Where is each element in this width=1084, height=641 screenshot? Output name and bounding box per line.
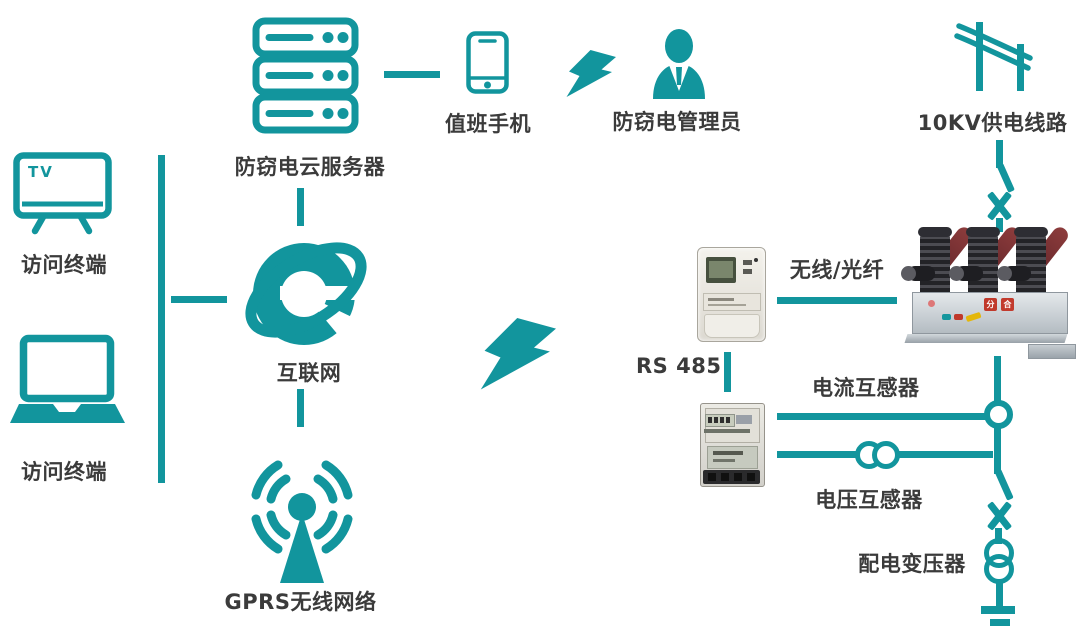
fuse-icon: [986, 501, 1012, 531]
smartphone-icon: [466, 31, 509, 94]
collector-terminal-strip: [703, 293, 761, 311]
person-icon: [653, 29, 705, 99]
server-internet-dash: [297, 188, 304, 226]
breaker-pole: [918, 227, 952, 296]
ie-browser-icon: [245, 242, 367, 345]
meter-display: [705, 414, 735, 427]
duty-phone-label: 值班手机: [445, 112, 531, 136]
terminal-bus-bar: [158, 155, 165, 483]
tv-icon: [13, 152, 112, 235]
terminal-laptop-label: 访问终端: [21, 460, 107, 484]
transformer-ground-stem: [996, 582, 1003, 608]
collector-cover: [704, 314, 760, 338]
breaker-pole: [966, 227, 1000, 296]
meter-nameplate: [707, 446, 758, 469]
interrupter: [901, 266, 935, 281]
fuse-icon: [986, 191, 1012, 221]
ct-ring-icon: [984, 400, 1013, 429]
ground-bar-wide: [981, 606, 1015, 614]
voltage-transformer-label: 电压互感器: [815, 488, 923, 512]
cloud-server-label: 防窃电云服务器: [234, 155, 386, 179]
lightning-bolt-icon: [566, 50, 616, 97]
rs485-label: RS 485: [636, 354, 722, 378]
breaker-baseplate: [904, 334, 1068, 343]
fuse-transformer-stub: [995, 528, 1002, 544]
lightning-bolt-icon: [480, 318, 556, 390]
laptop-icon: [10, 334, 125, 423]
meter-terminal-block: [703, 470, 760, 484]
power-line-label: 10KV供电线路: [917, 111, 1068, 135]
feeder-line-mid: [994, 426, 1001, 474]
data-collector-photo: [697, 247, 766, 342]
admin-label: 防窃电管理员: [612, 110, 742, 134]
indicator: [942, 314, 951, 320]
internet-gprs-dash: [297, 389, 304, 427]
connector-server-phone: [384, 71, 440, 78]
breaker-pole: [1014, 227, 1048, 296]
utility-poles-icon: [954, 22, 1033, 91]
indicator: [928, 300, 935, 307]
energy-meter-photo: [700, 403, 765, 487]
feeder-line-into-breaker: [996, 218, 1003, 232]
distribution-transformer-label: 配电变压器: [858, 552, 966, 576]
ground-bar-narrow: [990, 619, 1010, 626]
tv-icon-text: TV: [28, 163, 54, 181]
transformer-winding-icon: [984, 554, 1014, 584]
rs485-line: [724, 352, 731, 392]
internet-label: 互联网: [276, 361, 342, 385]
close-sticker: 合: [1001, 298, 1014, 311]
wireless-fiber-line: [777, 297, 897, 304]
gprs-label: GPRS无线网络: [224, 590, 377, 614]
ct-line: [777, 413, 989, 420]
terminal-tv-label: 访问终端: [21, 253, 107, 277]
feeder-line-top: [996, 140, 1003, 168]
open-sticker: 分: [984, 298, 997, 311]
vacuum-circuit-breaker-photo: 分 合: [901, 224, 1076, 362]
collector-screen: [706, 257, 736, 283]
antenna-icon: [251, 460, 353, 583]
interrupter: [997, 266, 1031, 281]
interrupter: [949, 266, 983, 281]
feeder-line-below-breaker: [994, 356, 1001, 404]
vt-winding-icon: [872, 441, 900, 469]
disconnect-switch-icon: [996, 162, 1015, 193]
wireless-fiber-label: 无线/光纤: [789, 258, 885, 282]
indicator: [954, 314, 963, 320]
bus-to-internet-stub: [171, 296, 227, 303]
breaker-foot: [1028, 344, 1076, 359]
current-transformer-label: 电流互感器: [812, 376, 920, 400]
server-stack-icon: [252, 17, 359, 134]
